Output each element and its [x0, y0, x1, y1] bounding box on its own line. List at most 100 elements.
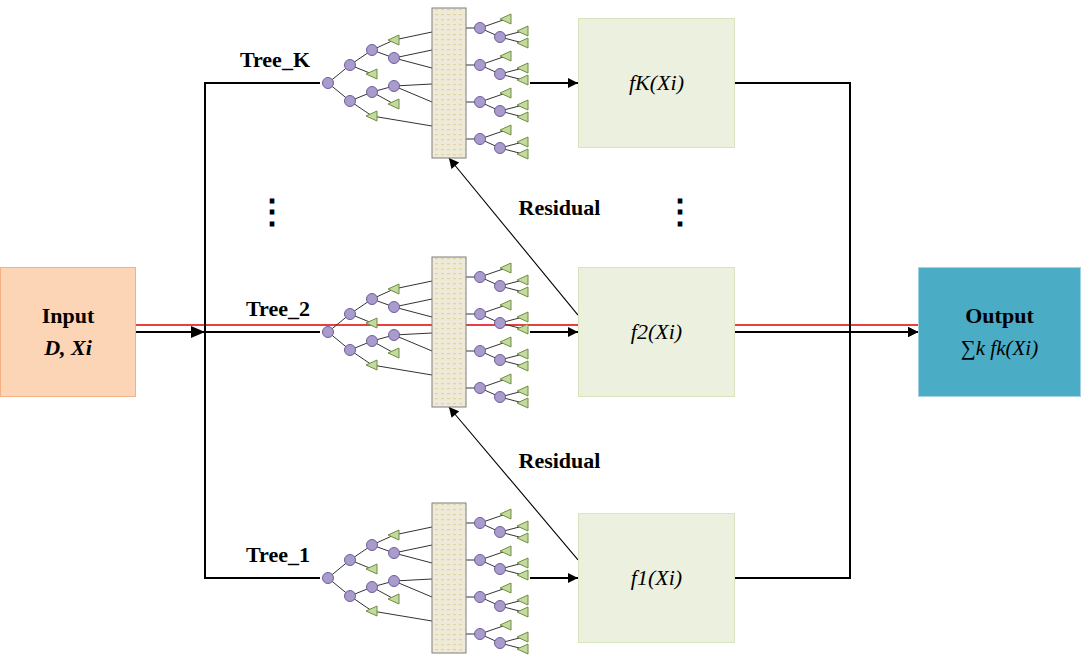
flow-connector: [735, 332, 918, 578]
input-box: Input D, Xi: [0, 267, 136, 397]
ellipsis-mark: ⋮: [255, 193, 289, 230]
tree-node: [345, 345, 356, 356]
tree-node: [389, 576, 400, 587]
tree-node: [495, 32, 506, 43]
tree-branch: [394, 527, 432, 535]
function-box: f2(Xi): [578, 267, 735, 397]
tree-leaf: [517, 100, 528, 110]
tree-leaf: [517, 521, 528, 531]
edge-label: Residual: [516, 448, 604, 474]
flow-connector: [136, 83, 320, 332]
tree-node: [389, 53, 400, 64]
tree-leaf: [500, 88, 511, 98]
tree-node: [345, 555, 356, 566]
ellipsis-mark: ⋮: [663, 193, 697, 230]
tree-node: [495, 527, 506, 538]
tree-node: [367, 87, 378, 98]
tree-node: [475, 134, 486, 145]
tree-node: [495, 601, 506, 612]
feature-split-bar: [432, 8, 466, 158]
tree-node: [345, 591, 356, 602]
tree-leaf: [517, 386, 528, 396]
tree-leaf: [517, 112, 528, 122]
tree-leaf: [500, 300, 511, 310]
tree-node: [367, 294, 378, 305]
tree-leaf: [500, 263, 511, 273]
tree-node: [323, 78, 334, 89]
tree-model: Tree_K: [320, 8, 530, 158]
feature-split-bar: [432, 257, 466, 407]
tree-leaf: [517, 607, 528, 617]
tree-branch: [394, 281, 432, 289]
tree-leaf: [500, 546, 511, 556]
formula-text: fK(Xi): [629, 70, 684, 96]
flow-connector: [530, 82, 578, 84]
tree-node: [495, 318, 506, 329]
tree-leaf: [388, 530, 399, 540]
tree-node: [367, 540, 378, 551]
tree-node: [367, 45, 378, 56]
tree-leaf: [500, 125, 511, 135]
tree-branch: [372, 116, 432, 126]
tree-node: [475, 272, 486, 283]
tree-leaf: [500, 583, 511, 593]
tree-leaf: [366, 564, 377, 574]
flow-connector: [530, 331, 578, 333]
tree-node: [495, 564, 506, 575]
flow-connector: [735, 83, 918, 332]
tree-illustration: [320, 257, 530, 407]
tree-label: Tree_1: [246, 542, 310, 568]
tree-node: [475, 518, 486, 529]
tree-leaf: [366, 111, 377, 121]
tree-node: [475, 592, 486, 603]
tree-leaf: [517, 570, 528, 580]
tree-leaf: [517, 275, 528, 285]
tree-leaf: [500, 374, 511, 384]
formula-text: D, Xi: [44, 335, 92, 361]
tree-node: [323, 327, 334, 338]
tree-leaf: [388, 35, 399, 45]
tree-branch: [394, 335, 432, 351]
tree-leaf: [388, 348, 399, 358]
tree-node: [367, 336, 378, 347]
tree-node: [345, 96, 356, 107]
flow-connector: [530, 577, 578, 579]
box-title: Output: [965, 303, 1033, 329]
tree-node: [495, 638, 506, 649]
tree-branch: [372, 611, 432, 621]
box-title: Input: [42, 303, 95, 329]
tree-leaf: [517, 558, 528, 568]
function-box: f1(Xi): [578, 513, 735, 643]
tree-label: Tree_K: [240, 47, 310, 73]
tree-leaf: [388, 99, 399, 109]
tree-leaf: [517, 312, 528, 322]
tree-leaf: [517, 361, 528, 371]
residual-arrow: [449, 158, 578, 315]
output-box: Output∑k fk(Xi): [918, 267, 1081, 397]
tree-node: [389, 302, 400, 313]
tree-node: [495, 69, 506, 80]
tree-leaf: [517, 149, 528, 159]
edge-label: Residual: [516, 195, 604, 221]
tree-node: [475, 60, 486, 71]
tree-branch: [394, 32, 432, 40]
tree-branch: [394, 581, 432, 597]
tree-node: [495, 106, 506, 117]
tree-branch: [372, 365, 432, 375]
tree-branch: [394, 86, 432, 102]
tree-node: [495, 281, 506, 292]
function-box: fK(Xi): [578, 18, 735, 148]
flow-connector: [136, 332, 320, 578]
tree-node: [475, 346, 486, 357]
tree-leaf: [517, 533, 528, 543]
tree-node: [389, 548, 400, 559]
tree-node: [475, 383, 486, 394]
tree-leaf: [366, 318, 377, 328]
tree-leaf: [517, 63, 528, 73]
tree-node: [475, 629, 486, 640]
tree-leaf: [517, 287, 528, 297]
tree-leaf: [517, 595, 528, 605]
tree-leaf: [517, 398, 528, 408]
tree-illustration: [320, 503, 530, 653]
formula-text: f2(Xi): [631, 319, 682, 345]
